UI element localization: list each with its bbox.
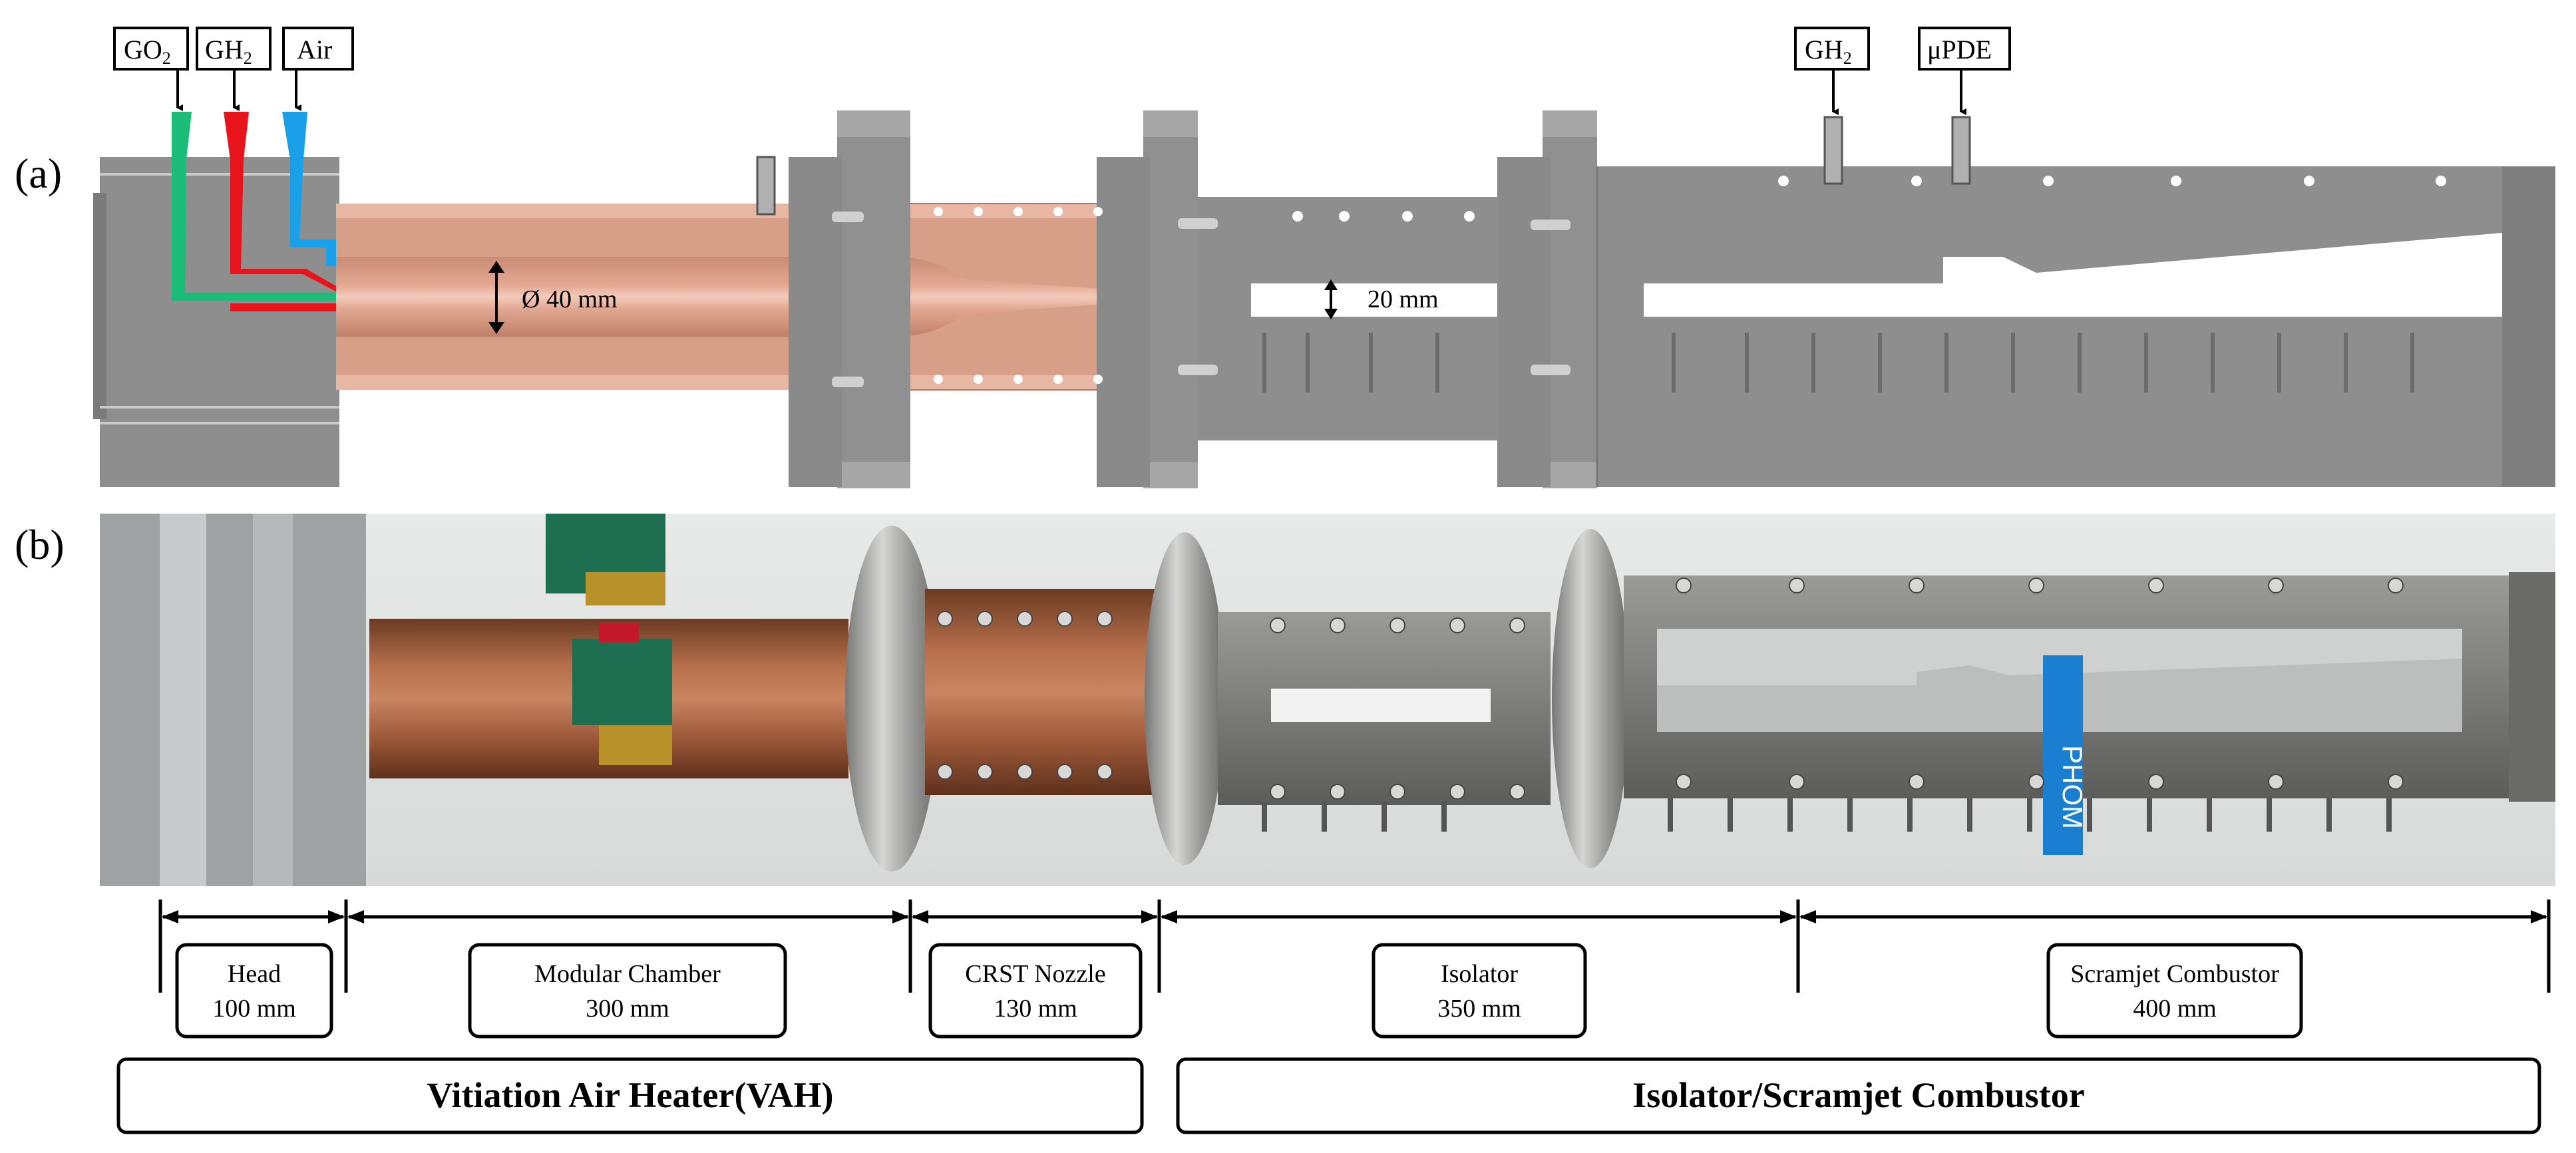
bolt-holes bbox=[934, 176, 2446, 384]
photo-sign-text: PHOM bbox=[2057, 745, 2088, 829]
crst-nozzle-contour bbox=[895, 257, 1155, 337]
svg-text:Vitiation Air Heater(VAH): Vitiation Air Heater(VAH) bbox=[427, 1075, 834, 1115]
updE-injector-port bbox=[1951, 116, 1971, 185]
photo-panel: PHOM bbox=[100, 514, 2555, 886]
photo-pressure-taps bbox=[1262, 798, 2392, 832]
group-isolator-scramjet: Isolator/Scramjet Combustor bbox=[1176, 1057, 2541, 1134]
svg-text:GO2: GO2 bbox=[124, 35, 171, 68]
combustor-lower-wall bbox=[1597, 317, 2555, 487]
panel-label-b: (b) bbox=[15, 521, 65, 568]
isolator-channel bbox=[1251, 283, 1491, 317]
section-crst-nozzle: CRST Nozzle 130 mm bbox=[928, 943, 1143, 1039]
svg-text:Isolator: Isolator bbox=[1441, 960, 1518, 988]
isolator-upper-wall bbox=[1198, 197, 1531, 283]
panel-label-a: (a) bbox=[15, 150, 62, 197]
pressure-ports bbox=[1262, 333, 2414, 393]
diameter-annotation: Ø 40 mm bbox=[488, 261, 618, 334]
head-block bbox=[100, 157, 339, 487]
svg-text:350 mm: 350 mm bbox=[1437, 995, 1521, 1023]
photo-flange-2 bbox=[1145, 532, 1224, 865]
svg-text:Modular Chamber: Modular Chamber bbox=[534, 960, 721, 988]
svg-text:400 mm: 400 mm bbox=[2133, 995, 2217, 1023]
section-arrowheads bbox=[162, 910, 2547, 923]
gh2-feed-line bbox=[224, 112, 336, 291]
inlet-label-air: Air bbox=[282, 27, 354, 111]
photo-flange-1 bbox=[845, 526, 938, 872]
photo-bolts bbox=[937, 577, 2404, 800]
section-isolator: Isolator 350 mm bbox=[1372, 943, 1587, 1039]
svg-text:GH2: GH2 bbox=[1805, 35, 1852, 68]
svg-text:Head: Head bbox=[228, 960, 281, 988]
inlet-label-updE: μPDE bbox=[1918, 27, 2011, 115]
flange-3 bbox=[1543, 110, 1597, 488]
svg-text:Scramjet Combustor: Scramjet Combustor bbox=[2070, 960, 2279, 988]
svg-text:Isolator/Scramjet Combustor: Isolator/Scramjet Combustor bbox=[1632, 1075, 2084, 1115]
section-dimension-lines bbox=[158, 900, 2551, 993]
svg-text:GH2: GH2 bbox=[205, 35, 252, 68]
air-feed-line bbox=[282, 112, 336, 266]
svg-text:CRST Nozzle: CRST Nozzle bbox=[965, 960, 1105, 988]
go2-feed-line bbox=[172, 112, 223, 301]
photo-solenoid-valve-2 bbox=[572, 639, 672, 725]
inlet-label-gh2-right: GH2 bbox=[1794, 27, 1870, 115]
section-head: Head 100 mm bbox=[175, 943, 333, 1039]
svg-text:20 mm: 20 mm bbox=[1368, 285, 1439, 313]
svg-text:Ø 40 mm: Ø 40 mm bbox=[522, 285, 618, 313]
inlet-label-gh2: GH2 bbox=[196, 27, 272, 111]
photo-flange-3 bbox=[1552, 529, 1629, 868]
channel-height-annotation: 20 mm bbox=[1324, 279, 1439, 319]
isolator-lower-wall bbox=[1198, 317, 1531, 440]
flange-1 bbox=[837, 110, 910, 488]
section-scramjet-combustor: Scramjet Combustor 400 mm bbox=[2046, 943, 2303, 1039]
gh2-injector-port bbox=[1823, 116, 1843, 185]
cad-section bbox=[93, 110, 2555, 488]
section-modular-chamber: Modular Chamber 300 mm bbox=[468, 943, 787, 1039]
photo-crst-nozzle bbox=[925, 589, 1165, 795]
inlet-label-go2: GO2 bbox=[113, 27, 189, 111]
svg-text:100 mm: 100 mm bbox=[212, 995, 296, 1023]
svg-text:130 mm: 130 mm bbox=[994, 995, 1077, 1023]
svg-text:300 mm: 300 mm bbox=[586, 995, 669, 1023]
group-vah: Vitiation Air Heater(VAH) bbox=[116, 1057, 1144, 1134]
svg-text:Air: Air bbox=[297, 35, 332, 65]
svg-text:μPDE: μPDE bbox=[1927, 35, 1992, 65]
flange-2 bbox=[1143, 110, 1198, 488]
photo-blue-sign bbox=[2043, 655, 2083, 855]
tie-bolts bbox=[832, 212, 1570, 387]
combustor-cavity bbox=[1644, 233, 2502, 283]
